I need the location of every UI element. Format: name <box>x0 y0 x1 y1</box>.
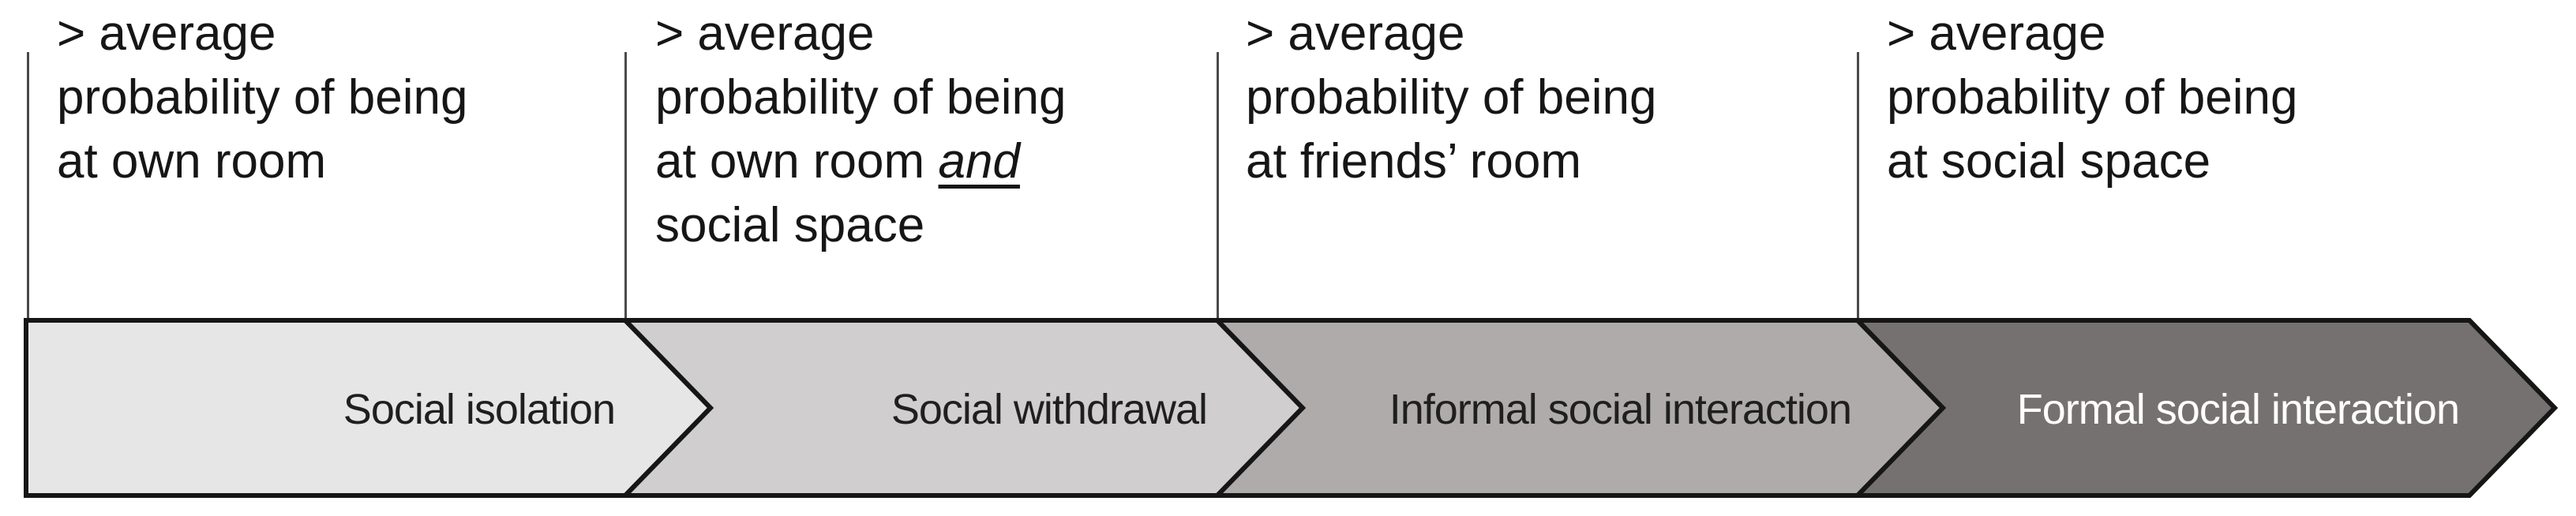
annotation-emphasis: and <box>938 134 1020 189</box>
stage-label-informal-interaction: Informal social interaction <box>1389 386 1851 433</box>
stage-label-formal-interaction: Formal social interaction <box>2017 386 2459 433</box>
stage-label-social-isolation: Social isolation <box>343 386 615 433</box>
annotation-line: probability of being <box>1246 70 1657 125</box>
stage-arrow-formal-interaction <box>1851 318 2559 498</box>
annotation-line-text: at own room <box>655 134 925 189</box>
guide-line-4 <box>1857 52 1859 320</box>
annotation-line: > average <box>1887 6 2106 61</box>
annotation-line: probability of being <box>1887 70 2298 125</box>
annotation-line: > average <box>655 6 875 61</box>
annotation-line: > average <box>57 6 276 61</box>
annotation-social-withdrawal: > average probability of being at own ro… <box>655 2 1066 257</box>
guide-line-2 <box>624 52 627 320</box>
annotation-line: probability of being <box>655 70 1067 125</box>
annotation-line: at social space <box>1887 134 2211 189</box>
annotation-line: at friends’ room <box>1246 134 1581 189</box>
guide-line-1 <box>27 52 29 320</box>
annotation-formal-interaction: > average probability of being at social… <box>1887 2 2297 193</box>
guide-line-3 <box>1217 52 1219 320</box>
annotation-line: social space <box>655 198 925 252</box>
stage-label-social-withdrawal: Social withdrawal <box>891 386 1207 433</box>
annotation-line: probability of being <box>57 70 468 125</box>
annotation-social-isolation: > average probability of being at own ro… <box>57 2 467 193</box>
annotation-informal-interaction: > average probability of being at friend… <box>1246 2 1656 193</box>
annotation-line: at own room <box>57 134 327 189</box>
annotation-line: > average <box>1246 6 1465 61</box>
